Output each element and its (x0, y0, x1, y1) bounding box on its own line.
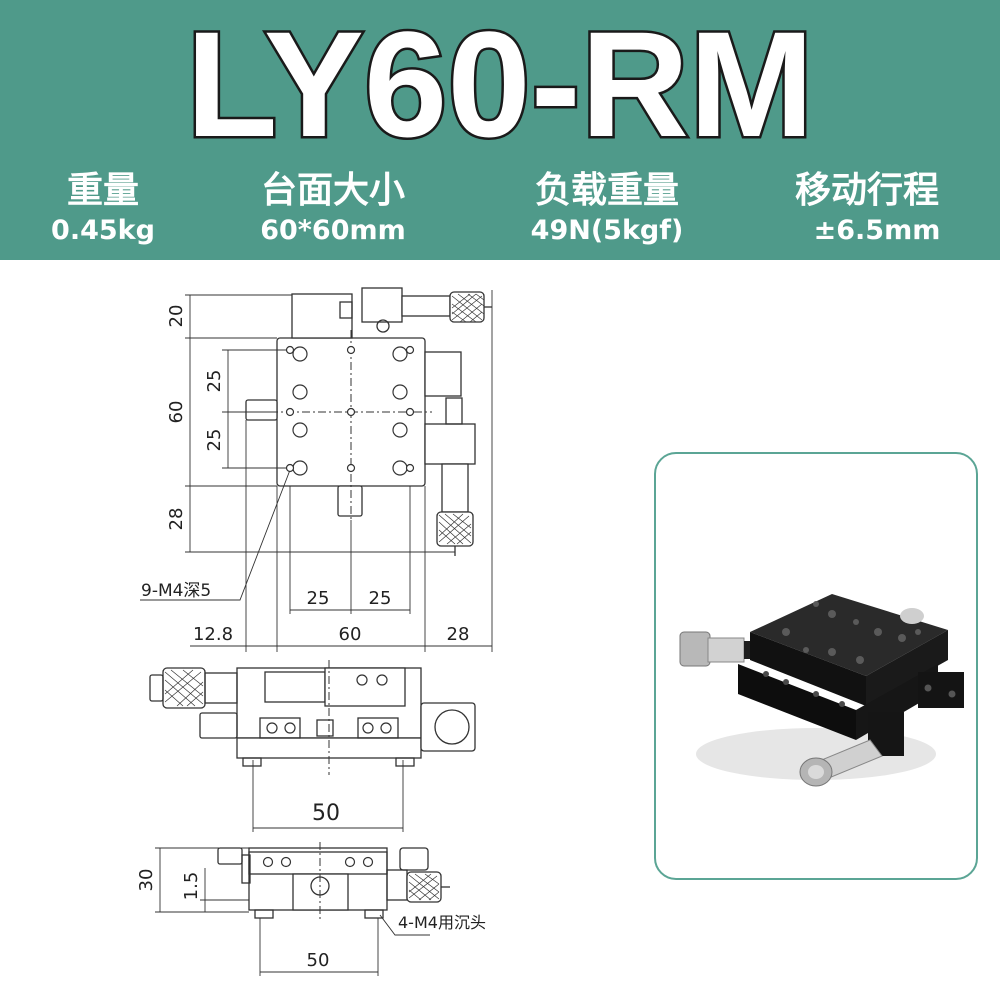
side-view-ring (434, 709, 470, 745)
dim-25-bottom-right: 25 (369, 588, 392, 609)
dim-30: 30 (136, 869, 157, 892)
dimension-labels: 20 25 60 25 28 9-M4深5 25 25 12.8 60 28 5… (136, 305, 486, 971)
spec-travel-label: 移动行程 (794, 170, 939, 211)
dim-60-left: 60 (166, 401, 187, 424)
dim-28-bottom: 28 (447, 624, 470, 645)
dim-top: 20 (166, 305, 187, 328)
photo-front-micrometer (799, 712, 904, 787)
spec-travel: 移动行程 ±6.5mm (752, 168, 982, 248)
top-view-bottom-lock (337, 485, 363, 517)
spec-weight: 重量 0.45kg (0, 168, 218, 248)
photo-top-plate (750, 594, 948, 676)
dim-25-bottom-left: 25 (307, 588, 330, 609)
spec-load-label: 负载重量 (534, 170, 679, 211)
product-photo-card (654, 452, 978, 880)
spec-table-size: 台面大小 60*60mm (218, 168, 448, 248)
top-view-right-block (424, 351, 462, 397)
spec-table-size-value: 60*60mm (260, 215, 406, 246)
spec-weight-label: 重量 (66, 170, 139, 211)
dim-12-8: 12.8 (193, 624, 233, 645)
spec-load: 负载重量 49N(5kgf) (492, 168, 722, 248)
spec-weight-value: 0.45kg (51, 215, 155, 246)
top-view-rear-block (291, 293, 353, 339)
hole-callout: 9-M4深5 (141, 581, 211, 601)
product-title-text: LY60-RM (186, 6, 814, 156)
dim-1-5: 1.5 (181, 872, 202, 901)
dim-60-bottom: 60 (339, 624, 362, 645)
dim-50-middle: 50 (312, 801, 340, 826)
right-micrometer-body (441, 463, 469, 513)
top-micrometer-body (361, 287, 403, 323)
product-title: LY60-RM (184, 6, 817, 156)
spec-table-size-label: 台面大小 (260, 170, 405, 211)
dim-25-lower: 25 (204, 429, 225, 452)
dim-25-upper: 25 (204, 370, 225, 393)
top-view-left-knob (245, 399, 278, 421)
header-banner: LY60-RM 重量 0.45kg 台面大小 60*60mm 负载重量 49N(… (0, 0, 1000, 260)
dim-50-bottom: 50 (307, 950, 330, 971)
dim-28-left: 28 (166, 508, 187, 531)
spec-load-value: 49N(5kgf) (530, 215, 684, 246)
mount-callout: 4-M4用沉头 (398, 913, 486, 932)
hole-pattern (262, 345, 415, 868)
technical-drawing: 20 25 60 25 28 9-M4深5 25 25 12.8 60 28 5… (136, 287, 493, 976)
product-photo (679, 594, 964, 787)
spec-travel-value: ±6.5mm (813, 215, 941, 246)
